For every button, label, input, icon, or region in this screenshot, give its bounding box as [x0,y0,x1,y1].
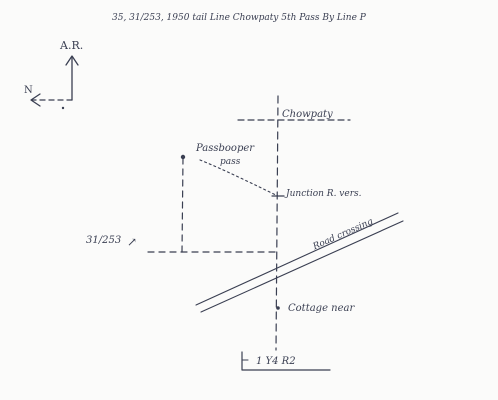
label-bottom-box: 1 Y4 R2 [256,356,296,367]
passbooper-point [180,154,186,160]
label-passbooper-line2: pass [220,157,241,167]
label-junction: Junction R. vers. [286,189,362,199]
cottage-point [276,306,280,310]
label-chowpaty: Chowpaty [282,109,333,120]
passbooper-vertical-line [181,157,184,253]
compass-label-left: N [24,85,33,96]
page-title: 35, 31/253, 1950 tail Line Chowpaty 5th … [112,13,366,23]
road-crossing-line-lower [200,220,404,313]
label-cottage: Cottage near [288,303,355,314]
bottom-box-outline [241,351,331,371]
compass-arrowhead-left [30,93,41,107]
label-passbooper: Passbooper [196,143,255,154]
main-route-line [275,95,279,351]
reference-arrow-icon: ↗ [127,235,138,249]
compass-dot [61,106,65,110]
road-crossing-line-upper [195,212,399,306]
label-reference: 31/253 [86,235,122,246]
compass-label-up: A.R. [60,39,84,52]
compass-arrowhead-up [65,55,79,66]
